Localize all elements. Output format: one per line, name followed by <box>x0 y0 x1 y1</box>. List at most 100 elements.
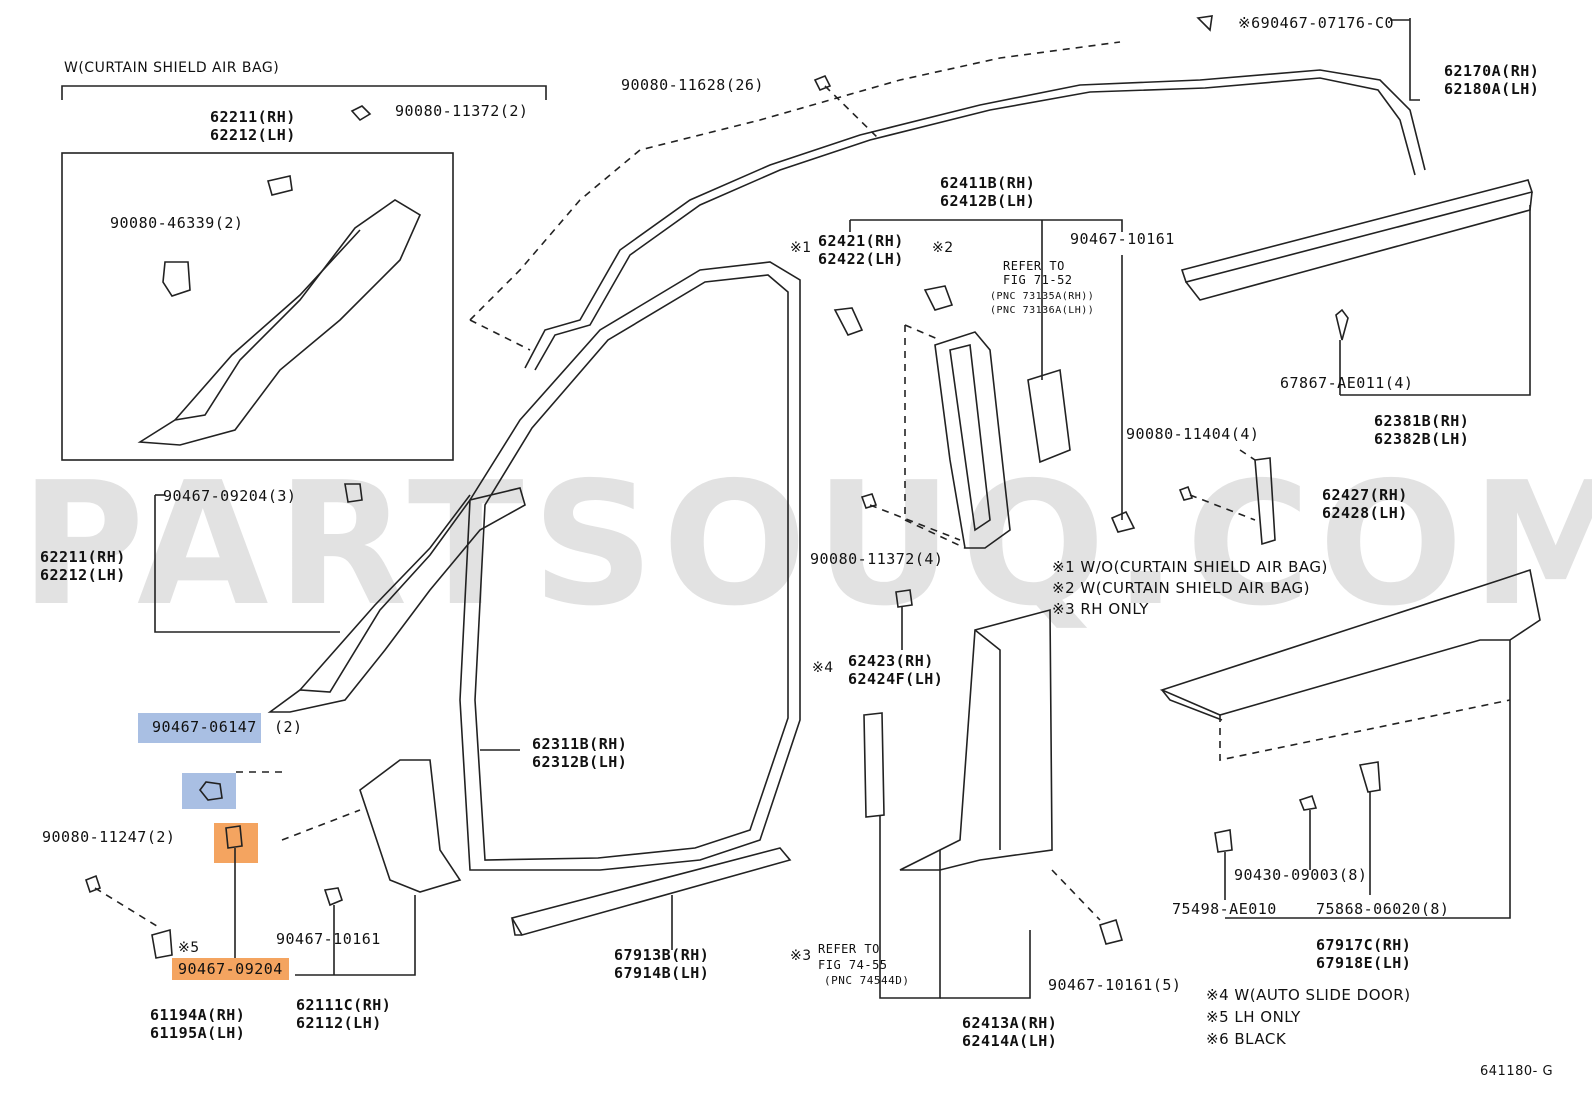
front-scuff-plate <box>510 847 792 936</box>
clip-75868 <box>1358 761 1381 793</box>
refer71-line2: FIG 71-52 <box>1003 273 1073 287</box>
inset-clip-46339 <box>162 261 191 297</box>
label-67914b-lh[interactable]: 67914B(LH) <box>614 964 710 982</box>
refer74-line1: REFER TO <box>818 942 880 956</box>
label-90080-11628[interactable]: 90080-11628(26) <box>621 76 764 94</box>
center-pillar-lower <box>899 608 1053 871</box>
label-62311b-rh[interactable]: 62311B(RH) <box>532 735 628 753</box>
clip-62423 <box>895 589 913 608</box>
label-62422-lh[interactable]: 62422(LH) <box>818 250 904 268</box>
label-90080-11372-2[interactable]: 90080-11372(2) <box>395 102 529 120</box>
refer71-line3: (PNC 73135A(RH)) <box>990 291 1095 302</box>
label-62381b-rh[interactable]: 62381B(RH) <box>1374 412 1470 430</box>
label-90467-09204[interactable]: 90467-09204 <box>172 958 289 980</box>
label-90080-11372-4[interactable]: 90080-11372(4) <box>810 550 944 568</box>
label-62428-lh[interactable]: 62428(LH) <box>1322 504 1408 522</box>
label-62427-rh[interactable]: 62427(RH) <box>1322 486 1408 504</box>
refer71-line1: REFER TO <box>1003 259 1065 273</box>
label-90467-10161-a[interactable]: 90467-10161 <box>276 930 381 948</box>
label-61195a-lh[interactable]: 61195A(LH) <box>150 1024 246 1042</box>
note-1: ※1 W/O(CURTAIN SHIELD AIR BAG) <box>1052 558 1328 576</box>
clip-10161-5 <box>1098 918 1124 945</box>
label-62414a-lh[interactable]: 62414A(LH) <box>962 1032 1058 1050</box>
bolt-11247 <box>85 874 101 894</box>
label-90467-10161-b[interactable]: 90467-10161 <box>1070 230 1175 248</box>
clip-06147 <box>198 781 223 801</box>
label-62382b-lh[interactable]: 62382B(LH) <box>1374 430 1470 448</box>
clip-10161a <box>323 887 343 907</box>
bolt-11628 <box>813 74 832 92</box>
highlight-clip-09204[interactable] <box>214 823 258 863</box>
label-62413a-rh[interactable]: 62413A(RH) <box>962 1014 1058 1032</box>
center-pillar-upper <box>934 331 1011 549</box>
clip-62422 <box>923 285 954 311</box>
mark4: ※4 <box>812 660 834 676</box>
label-62421-rh[interactable]: 62421(RH) <box>818 232 904 250</box>
label-62312b-lh[interactable]: 62312B(LH) <box>532 753 628 771</box>
label-90080-11404[interactable]: 90080-11404(4) <box>1126 425 1260 443</box>
nut-90430 <box>1298 794 1318 811</box>
label-67918e-lh[interactable]: 67918E(LH) <box>1316 954 1412 972</box>
label-90467-06147-qty: (2) <box>274 718 303 736</box>
label-62211-rh[interactable]: 62211(RH) <box>40 548 126 566</box>
label-90467-07176[interactable]: ※690467-07176-C0 <box>1238 14 1395 32</box>
highlight-clip-06147[interactable] <box>182 773 236 809</box>
inset-title: W(CURTAIN SHIELD AIR BAG) <box>64 60 280 76</box>
inset-bolt <box>350 105 372 122</box>
clip-67867 <box>1335 308 1349 341</box>
label-90430[interactable]: 90430-09003(8) <box>1234 866 1368 884</box>
clip-07176 <box>1196 15 1213 32</box>
label-67913b-rh[interactable]: 67913B(RH) <box>614 946 710 964</box>
door-weatherstrip <box>459 261 801 871</box>
refer74-line3: (PNC 74544D) <box>824 974 910 987</box>
label-62212-lh[interactable]: 62212(LH) <box>40 566 126 584</box>
cowl-side-trim <box>359 759 462 893</box>
refer74-mark: ※3 <box>790 948 812 964</box>
label-62424f-lh[interactable]: 62424F(LH) <box>848 670 944 688</box>
refer71-line4: (PNC 73136A(LH)) <box>990 305 1095 316</box>
label-62411b-rh[interactable]: 62411B(RH) <box>940 174 1036 192</box>
label-62111c-rh[interactable]: 62111C(RH) <box>296 996 392 1014</box>
rear-scuff-plate <box>1159 568 1541 716</box>
label-90080-46339[interactable]: 90080-46339(2) <box>110 214 244 232</box>
label-75868[interactable]: 75868-06020(8) <box>1316 900 1450 918</box>
bracket-62427 <box>1254 457 1276 546</box>
a-pillar-garnish <box>267 487 526 713</box>
mark1: ※1 <box>790 240 812 256</box>
label-90080-11247[interactable]: 90080-11247(2) <box>42 828 176 846</box>
refer74-line2: FIG 74-55 <box>818 958 888 972</box>
label-90467-06147[interactable]: 90467-06147 <box>138 713 261 743</box>
inset-box <box>61 152 454 461</box>
note5-mark: ※5 <box>178 940 200 956</box>
label-62112-lh[interactable]: 62112(LH) <box>296 1014 382 1032</box>
label-75498[interactable]: 75498-AE010 <box>1172 900 1277 918</box>
pad-refer-74 <box>863 712 885 818</box>
note-3: ※3 RH ONLY <box>1052 600 1149 618</box>
clip-75498 <box>1214 829 1233 853</box>
roof-side-garnish <box>1180 179 1534 283</box>
label-67917c-rh[interactable]: 67917C(RH) <box>1316 936 1412 954</box>
label-62412b-lh[interactable]: 62412B(LH) <box>940 192 1036 210</box>
inset-clip-top <box>266 175 293 196</box>
label-90467-10161-5[interactable]: 90467-10161(5) <box>1048 976 1182 994</box>
label-61194a-rh[interactable]: 61194A(RH) <box>150 1006 246 1024</box>
label-62180a-lh[interactable]: 62180A(LH) <box>1444 80 1540 98</box>
label-62211-rh-inset[interactable]: 62211(RH) <box>210 108 296 126</box>
note-4: ※4 W(AUTO SLIDE DOOR) <box>1206 986 1411 1004</box>
note-2: ※2 W(CURTAIN SHIELD AIR BAG) <box>1052 579 1311 597</box>
note-6: ※6 BLACK <box>1206 1030 1287 1048</box>
label-62423-rh[interactable]: 62423(RH) <box>848 652 934 670</box>
seatbelt-cover <box>1027 368 1071 464</box>
label-67867[interactable]: 67867-AE011(4) <box>1280 374 1414 392</box>
bolt-11372-4 <box>860 493 878 509</box>
inset-bracket <box>61 85 547 100</box>
figure-code: 641180- G <box>1480 1064 1554 1079</box>
label-62170a-rh[interactable]: 62170A(RH) <box>1444 62 1540 80</box>
inset-pillar-garnish <box>137 199 422 446</box>
clip-62421 <box>833 307 864 336</box>
label-90467-09204-3[interactable]: 90467-09204(3) <box>163 487 297 505</box>
clip-10161b <box>1110 510 1136 533</box>
label-62212-lh-inset[interactable]: 62212(LH) <box>210 126 296 144</box>
clip-09204 <box>225 825 243 849</box>
